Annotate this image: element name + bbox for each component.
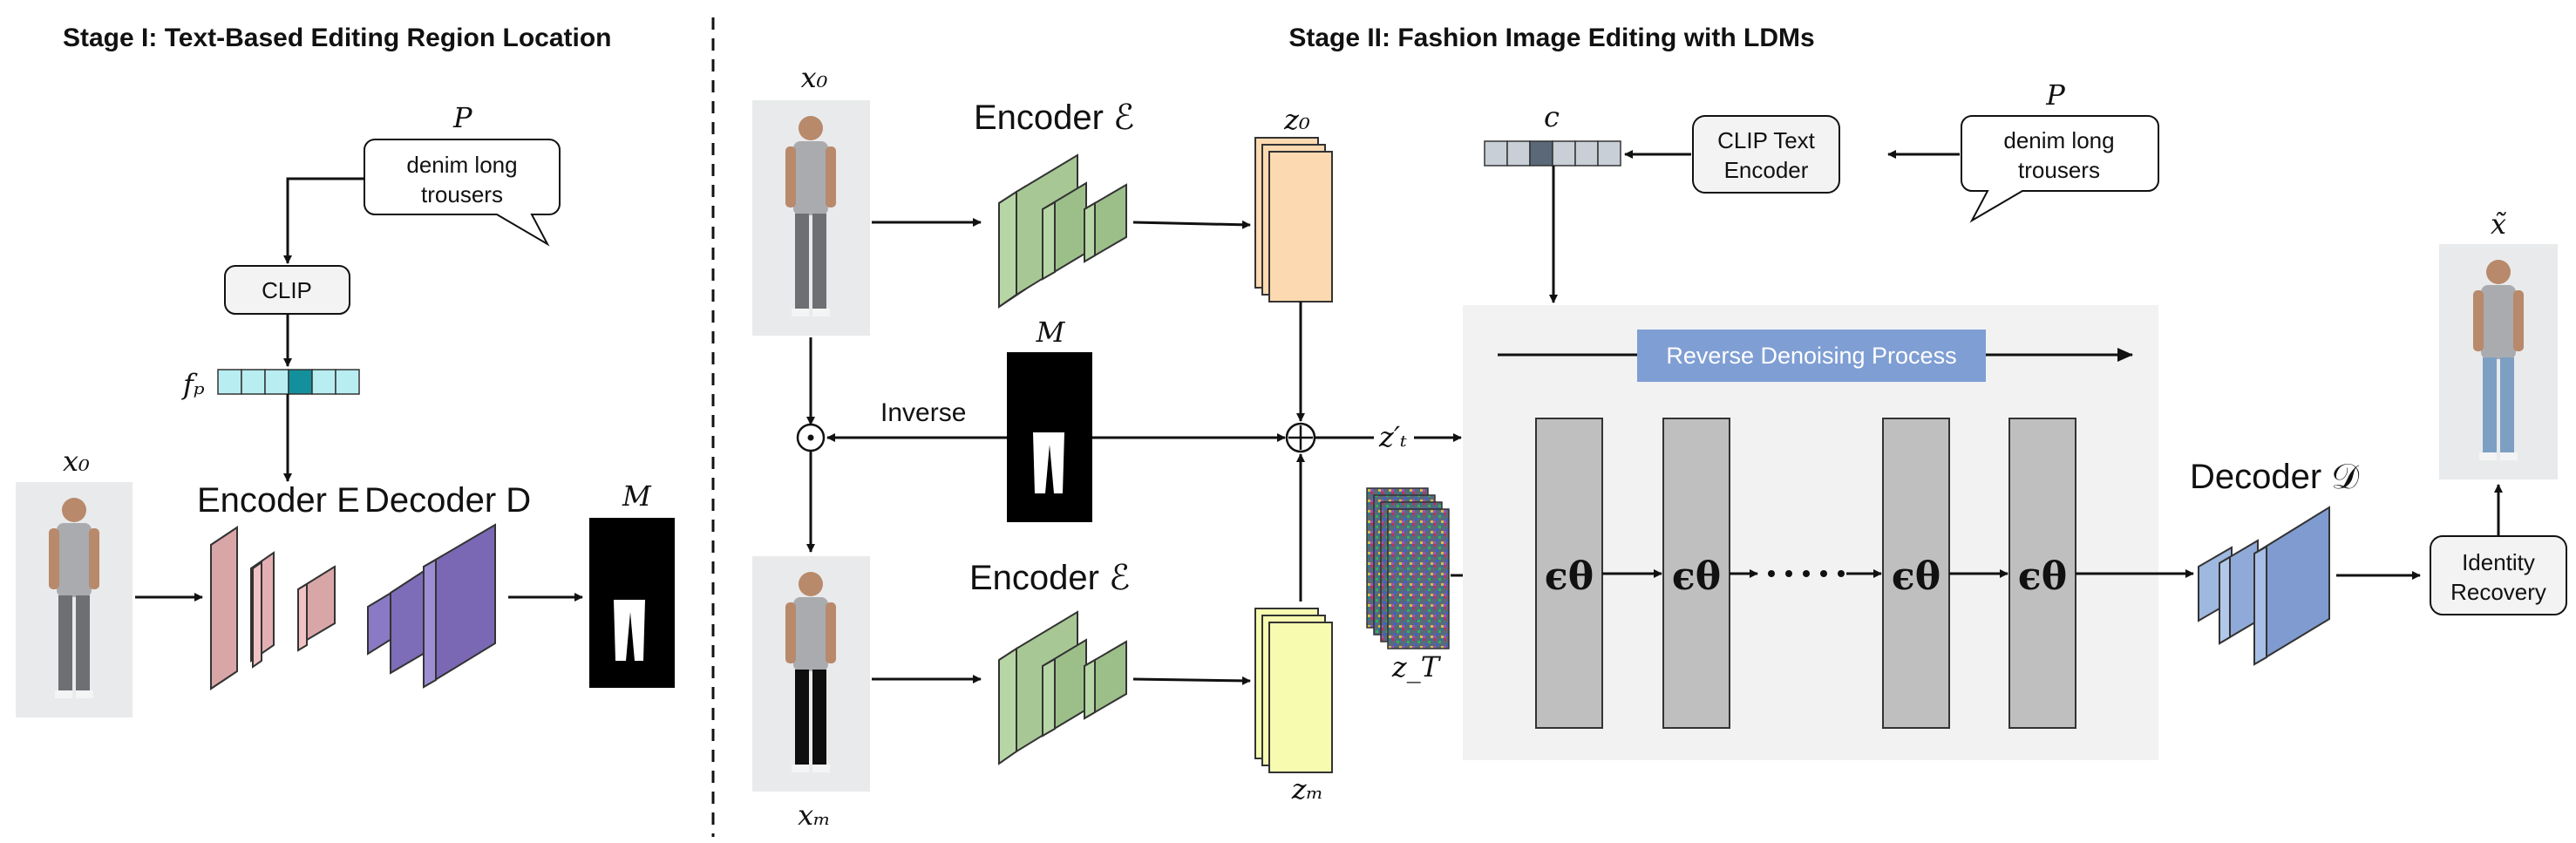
- xm-symbol: xₘ: [798, 799, 831, 832]
- fp-symbol: fₚ: [181, 368, 205, 401]
- x0-symbol-s2: x₀: [801, 61, 828, 94]
- clip-label: CLIP: [262, 277, 312, 303]
- unet-block-2: [1662, 418, 1730, 729]
- encoder-block-s2-bottom: [998, 610, 1127, 765]
- mask-symbol-s1: M: [622, 479, 652, 513]
- mask-symbol-s2: M: [1036, 316, 1066, 349]
- identity-recovery-line1: Identity: [2462, 549, 2535, 575]
- mask-image-s1: [589, 518, 675, 688]
- eps-label-1: ϵθ: [1545, 554, 1594, 599]
- eps-label-2: ϵθ: [1672, 554, 1721, 599]
- ellipsis-dots: [1768, 570, 1845, 577]
- decoder-block-s2: [2198, 506, 2330, 666]
- clip-text-encoder-line1: CLIP Text: [1717, 127, 1816, 153]
- decoder-block-s1: [367, 523, 496, 689]
- prompt-text-s2-line2: trousers: [2018, 157, 2100, 183]
- prompt-text-s1-line1: denim long: [406, 152, 517, 178]
- person-image-output: [2439, 244, 2558, 479]
- eps-label-4: ϵθ: [2018, 554, 2067, 599]
- mask-image-s2: [1007, 352, 1092, 522]
- identity-recovery-box: [2430, 535, 2567, 615]
- encoder-label-s1: Encoder E: [197, 481, 360, 520]
- encoder-block-s2-top: [998, 153, 1127, 309]
- unet-block-1: [1535, 418, 1603, 729]
- reverse-denoising-banner: [1637, 330, 1986, 382]
- identity-recovery-line2: Recovery: [2450, 579, 2546, 605]
- prompt-bubble-s1: [364, 139, 561, 247]
- decoder-label-s1: Decoder D: [364, 481, 531, 520]
- prompt-text-s2-line1: denim long: [2003, 127, 2114, 153]
- prompt-symbol-s2: P: [2045, 78, 2065, 112]
- prompt-text-s1-line2: trousers: [421, 181, 503, 207]
- stage1-title: Stage I: Text-Based Editing Region Locat…: [63, 24, 612, 52]
- reverse-denoising-label: Reverse Denoising Process: [1666, 343, 1956, 369]
- encoder-label-s2-bottom: Encoder ℰ: [969, 559, 1130, 597]
- text-embedding-c: [1484, 140, 1621, 167]
- latent-stack-z0: [1254, 137, 1333, 303]
- unet-blocks: ϵθ ϵθ ϵθ ϵθ: [1535, 418, 2076, 729]
- encoder-block-s1: [210, 526, 336, 690]
- arrow-prompt-to-clip: [283, 177, 364, 264]
- zT-symbol: z_T: [1391, 650, 1442, 683]
- eps-label-3: ϵθ: [1892, 554, 1940, 599]
- zm-symbol: zₘ: [1291, 772, 1323, 806]
- noise-stack-zT: [1366, 487, 1450, 649]
- latent-stack-zm: [1254, 608, 1333, 773]
- arrow-encoder-to-zm: [1132, 676, 1251, 685]
- prompt-bubble-s2: [1961, 115, 2159, 223]
- person-image-xm: [752, 556, 870, 792]
- stage2-title: Stage II: Fashion Image Editing with LDM…: [1288, 24, 1814, 52]
- decoder-label-s2: Decoder 𝒟: [2190, 458, 2359, 496]
- x0-symbol-s1: x₀: [63, 445, 90, 478]
- fp-vector: [217, 369, 360, 395]
- inverse-label: Inverse: [880, 398, 966, 427]
- arrow-encoder-to-z0: [1132, 220, 1251, 229]
- encoder-label-s2-top: Encoder ℰ: [974, 99, 1134, 137]
- person-image-x0-s1: [16, 482, 133, 717]
- x-tilde-symbol: x̃: [2491, 207, 2507, 241]
- clip-text-encoder-box: [1692, 115, 1840, 194]
- clip-text-encoder-line2: Encoder: [1724, 157, 1809, 183]
- c-symbol: c: [1544, 100, 1560, 133]
- prompt-symbol-s1: P: [452, 101, 472, 134]
- z0-symbol: z₀: [1283, 103, 1310, 136]
- zt-prime-symbol: z′ₜ: [1378, 420, 1407, 453]
- person-image-x0-s2: [752, 100, 870, 336]
